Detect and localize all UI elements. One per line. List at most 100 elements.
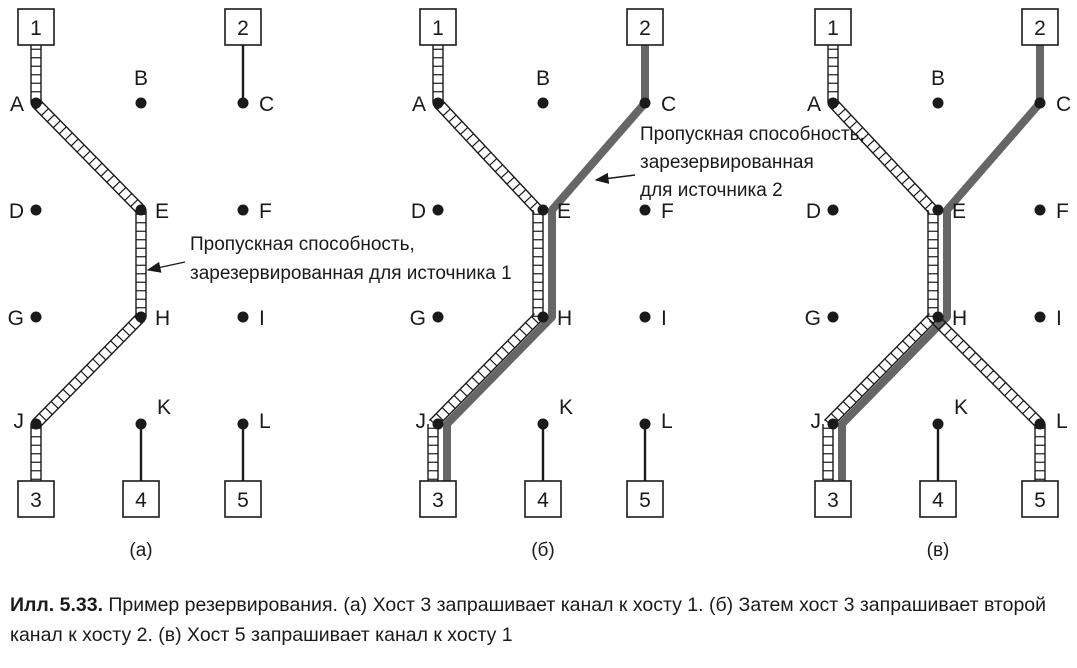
router-label-E: E [155,200,169,223]
router-D [432,204,444,216]
annotation-line: зарезервированная для источника 1 [190,263,512,284]
reserved-path-1-segment [427,424,439,481]
router-E [135,204,147,216]
router-F [639,204,651,216]
router-label-H: H [557,307,572,330]
router-I [237,311,249,323]
router-label-G: G [805,307,821,330]
annotation-line: зарезервированная [640,152,814,173]
router-A [432,97,444,109]
host-label-2: 2 [237,17,249,40]
router-G [827,311,839,323]
router-label-F: F [1056,200,1069,223]
router-label-C: C [1056,93,1071,116]
router-label-J: J [14,410,25,433]
annotation-arrow [146,261,186,273]
host-box-1 [17,8,55,46]
host-box-3 [814,480,852,518]
host-label-2: 2 [639,17,651,40]
router-label-K: K [559,396,573,419]
grey-reservation-path [443,45,649,481]
reserved-path-1-segment [428,313,543,428]
annotation-arrow [594,172,636,184]
router-D [30,204,42,216]
router-label-F: F [259,200,272,223]
host-label-3: 3 [827,489,839,512]
router-label-A: A [412,93,426,116]
router-C [1034,97,1046,109]
router-label-F: F [661,200,674,223]
router-label-D: D [411,200,426,223]
router-B [537,97,549,109]
reserved-path-1-segment [30,45,42,103]
router-H [537,311,549,323]
router-G [432,311,444,323]
annotation-line: Пропускная способность, [190,234,415,255]
router-label-H: H [155,307,170,330]
panel-label: (в) [927,540,950,561]
reserved-path-1-segment [827,45,839,103]
router-L [1034,418,1046,430]
reserved-path-1-segment [135,210,147,317]
router-J [30,418,42,430]
router-label-C: C [661,93,676,116]
router-label-G: G [8,307,24,330]
reserved-path-1-segment [432,45,444,103]
host-label-2: 2 [1034,17,1046,40]
router-B [932,97,944,109]
host-label-1: 1 [827,17,839,40]
router-H [135,311,147,323]
grey-reservation-path [838,45,1044,481]
router-label-K: K [954,396,968,419]
host-box-5 [626,480,664,518]
router-label-D: D [9,200,24,223]
panel-label: (а) [129,540,152,561]
router-A [30,97,42,109]
router-H [932,311,944,323]
host-box-4 [524,480,562,518]
router-label-D: D [806,200,821,223]
router-J [827,418,839,430]
host-label-4: 4 [135,489,147,512]
annotation-line: Пропускная способность, [640,124,865,145]
router-J [432,418,444,430]
router-D [827,204,839,216]
router-label-E: E [557,200,571,223]
router-F [1034,204,1046,216]
router-label-C: C [259,93,274,116]
reserved-path-1-segment [927,210,939,317]
host-label-3: 3 [30,489,42,512]
host-box-5 [1021,480,1059,518]
host-label-5: 5 [639,489,651,512]
host-box-4 [919,480,957,518]
host-label-5: 5 [1034,489,1046,512]
router-label-L: L [661,410,673,433]
reserved-path-2-segment [928,312,1045,429]
router-label-B: B [536,67,550,90]
router-B [135,97,147,109]
host-box-1 [419,8,457,46]
reserved-path-1-segment [823,313,938,428]
annotation-line: для источника 2 [640,180,783,201]
router-K [932,418,944,430]
router-label-A: A [807,93,821,116]
host-label-1: 1 [30,17,42,40]
host-box-3 [17,480,55,518]
reserved-path-1-segment [532,210,544,317]
router-label-A: A [10,93,24,116]
router-C [639,97,651,109]
host-box-3 [419,480,457,518]
router-label-E: E [952,200,966,223]
router-F [237,204,249,216]
router-label-B: B [134,67,148,90]
host-label-4: 4 [932,489,944,512]
router-E [537,204,549,216]
reserved-path-1-segment [433,99,543,214]
panel-label: (б) [531,540,555,561]
router-label-L: L [1056,410,1068,433]
figure-caption: Илл. 5.33. Пример резервирования. (а) Хо… [10,590,1060,650]
